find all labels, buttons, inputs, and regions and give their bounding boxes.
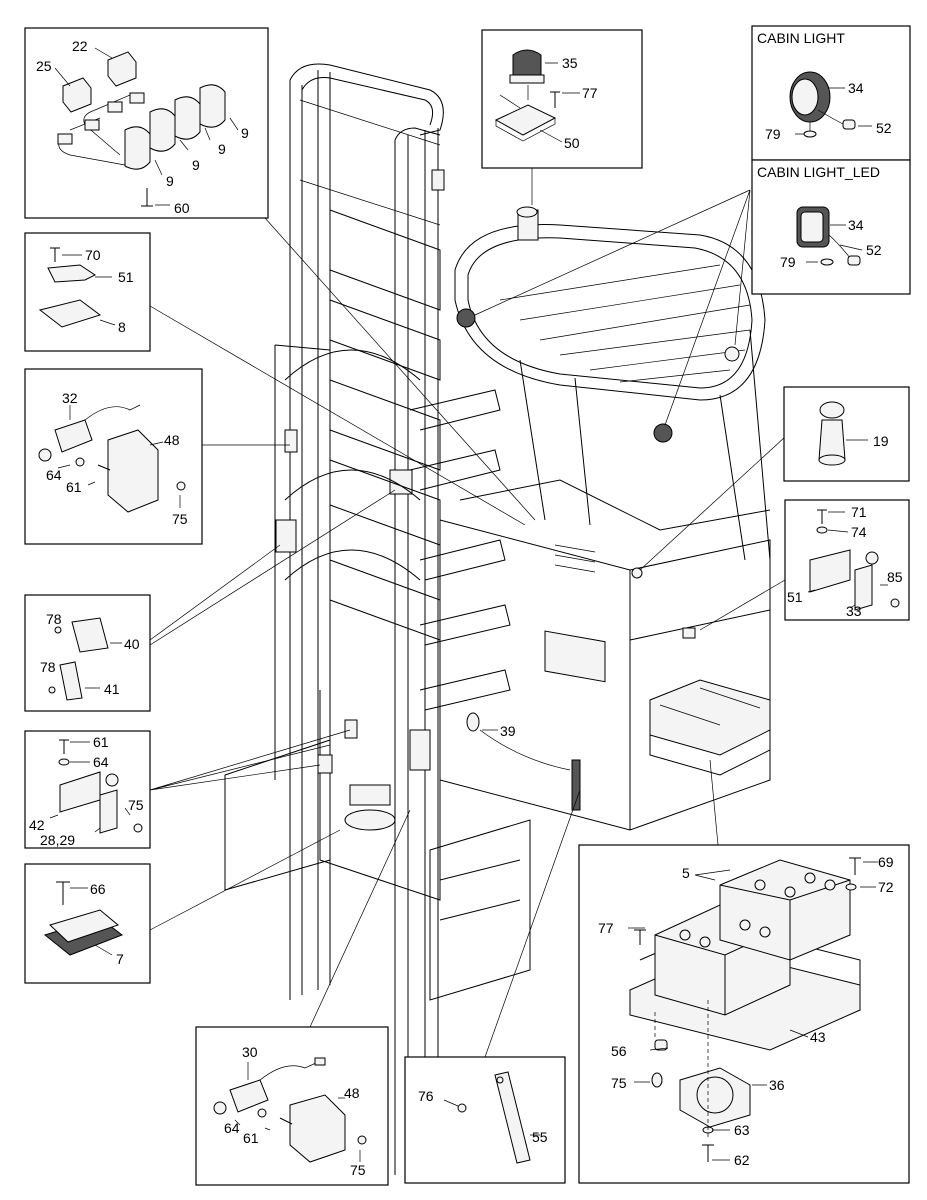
callout-8: 8 <box>118 319 126 335</box>
callout-71: 71 <box>851 504 867 520</box>
callout-40: 40 <box>124 636 140 652</box>
callout-85: 85 <box>887 569 903 585</box>
panel-switches: 22 25 9 9 9 9 60 <box>24 27 269 219</box>
callout-30: 30 <box>242 1044 258 1060</box>
callout-50: 50 <box>564 135 580 151</box>
callout-36: 36 <box>769 1077 785 1093</box>
callout-group-39: 39 <box>482 723 516 739</box>
callout-72: 72 <box>878 879 894 895</box>
callout-28-29: 28,29 <box>40 832 75 848</box>
callout-9: 9 <box>166 173 174 189</box>
callout-51: 51 <box>118 269 134 285</box>
callout-61: 61 <box>243 1130 259 1146</box>
callout-19: 19 <box>873 433 889 449</box>
panel-sensor: 70 51 8 <box>24 232 151 352</box>
panel-ground-strap: 76 55 <box>404 1056 566 1184</box>
callout-34: 34 <box>848 217 864 233</box>
callout-9: 9 <box>218 141 226 157</box>
chassis <box>224 479 771 1001</box>
callout-64: 64 <box>46 467 62 483</box>
callout-34: 34 <box>848 80 864 96</box>
panel-battery-assembly: 5 69 72 77 43 56 75 36 63 62 <box>578 844 910 1184</box>
callout-77: 77 <box>582 85 598 101</box>
callout-75: 75 <box>350 1162 366 1178</box>
callout-52: 52 <box>866 242 882 258</box>
callout-52: 52 <box>876 120 892 136</box>
callout-64: 64 <box>93 754 109 770</box>
callout-76: 76 <box>418 1088 434 1104</box>
leader-lines <box>149 168 786 1058</box>
callout-48: 48 <box>344 1085 360 1101</box>
carriage <box>274 209 441 780</box>
callout-42: 42 <box>29 817 45 833</box>
callout-79: 79 <box>780 254 796 270</box>
forklift-main-assembly <box>224 63 771 1175</box>
callout-78: 78 <box>46 611 62 627</box>
callout-64: 64 <box>224 1120 240 1136</box>
callout-61: 61 <box>93 734 109 750</box>
panel-switch-bracket-left: 61 64 75 42 28,29 <box>24 730 151 849</box>
callout-25: 25 <box>36 58 52 74</box>
callout-33: 33 <box>846 603 862 619</box>
panel-cabin-light: CABIN LIGHT 34 79 52 <box>751 25 911 161</box>
panel-control-module: 66 7 <box>24 863 151 984</box>
callout-39: 39 <box>500 723 516 739</box>
cabin-light-led-title: CABIN LIGHT_LED <box>757 164 880 180</box>
panel-plates: 78 40 78 41 <box>24 594 151 712</box>
callout-43: 43 <box>810 1029 826 1045</box>
callout-60: 60 <box>174 200 190 216</box>
mast <box>275 63 445 1175</box>
callout-77: 77 <box>598 920 614 936</box>
callout-32: 32 <box>62 390 78 406</box>
panel-limit-switch-lower: 30 48 64 61 75 <box>195 1026 389 1186</box>
callout-56: 56 <box>611 1043 627 1059</box>
callout-55: 55 <box>532 1129 548 1145</box>
overhead-guard <box>454 206 771 561</box>
cabin-light-title: CABIN LIGHT <box>757 30 845 46</box>
panel-cabin-light-led: CABIN LIGHT_LED 34 52 79 <box>751 159 911 295</box>
callout-74: 74 <box>851 524 867 540</box>
callout-70: 70 <box>85 247 101 263</box>
callout-22: 22 <box>72 38 88 54</box>
callout-5: 5 <box>682 865 690 881</box>
callout-9: 9 <box>192 157 200 173</box>
callout-61: 61 <box>66 479 82 495</box>
callout-51: 51 <box>787 589 803 605</box>
forks <box>409 389 511 711</box>
callout-66: 66 <box>90 881 106 897</box>
callout-41: 41 <box>104 681 120 697</box>
battery-on-chassis <box>649 679 771 776</box>
callout-78: 78 <box>40 659 56 675</box>
panel-beacon: 35 77 50 <box>481 29 643 169</box>
panel-limit-switch-upper: 32 48 64 61 75 <box>24 368 203 545</box>
callout-63: 63 <box>734 1122 750 1138</box>
panel-switch-bracket-right: 71 74 85 51 33 <box>784 499 910 621</box>
callout-7: 7 <box>116 951 124 967</box>
callout-48: 48 <box>164 432 180 448</box>
callout-75: 75 <box>128 797 144 813</box>
callout-69: 69 <box>878 854 894 870</box>
callout-75: 75 <box>172 511 188 527</box>
callout-75: 75 <box>611 1075 627 1091</box>
callout-62: 62 <box>734 1152 750 1168</box>
panel-knob: 19 <box>783 386 910 482</box>
callout-35: 35 <box>562 55 578 71</box>
callout-9: 9 <box>241 125 249 141</box>
callout-79: 79 <box>765 126 781 142</box>
